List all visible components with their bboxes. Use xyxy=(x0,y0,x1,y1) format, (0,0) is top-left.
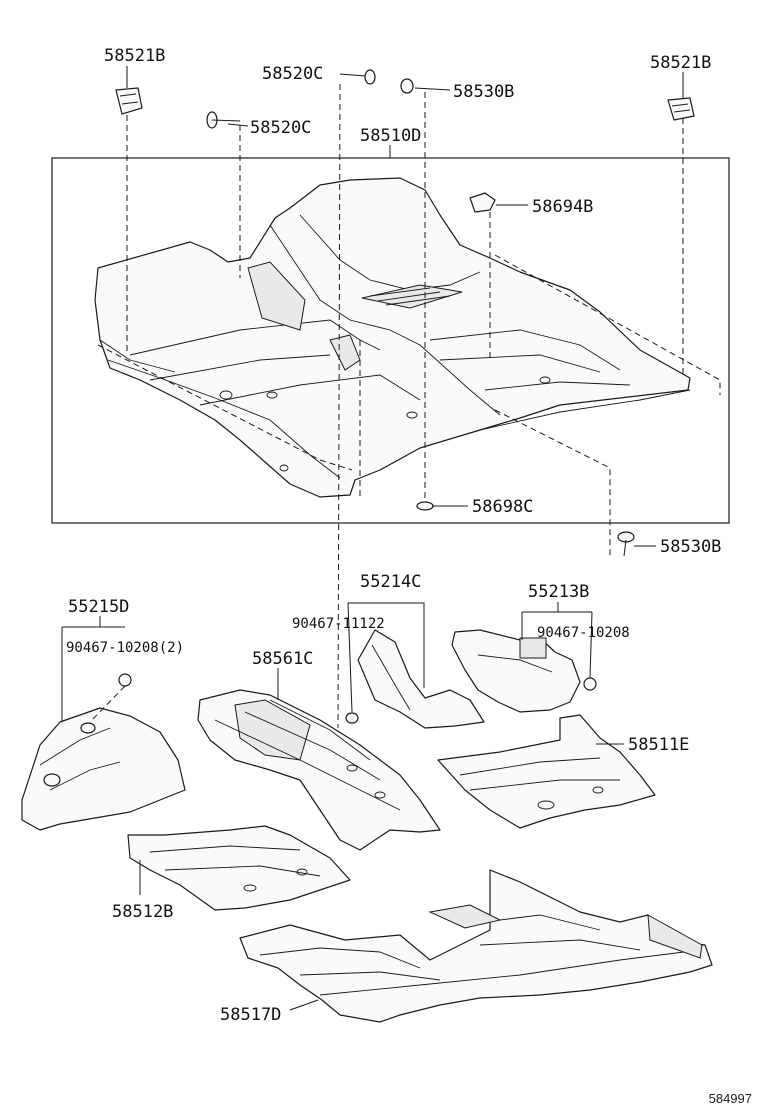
label-leaders xyxy=(61,66,684,1011)
label-58510d: 58510D xyxy=(360,126,421,146)
label-58530b-bottom: 58530B xyxy=(660,537,721,557)
label-58520c-mid: 58520C xyxy=(250,118,311,138)
dashed-guides xyxy=(97,83,721,729)
console-58561c xyxy=(197,689,441,851)
label-90467-11122: 90467-11122 xyxy=(292,616,385,632)
label-58511e: 58511E xyxy=(628,735,689,755)
label-58521b-left: 58521B xyxy=(104,46,165,66)
pin-58520c-top xyxy=(339,69,376,85)
panel-55214c xyxy=(345,602,485,729)
pin-58530b-bottom xyxy=(617,531,635,557)
label-55213b: 55213B xyxy=(528,582,589,602)
fastener-58521b-right xyxy=(667,97,695,121)
pin-58530b-top xyxy=(400,78,414,94)
label-55214c: 55214C xyxy=(360,572,421,592)
label-90467-10208-left: 90467-10208(2) xyxy=(66,640,184,656)
label-58698c: 58698C xyxy=(472,497,533,517)
side-cover-55213b xyxy=(451,611,597,713)
mat-58512b xyxy=(127,825,351,911)
label-90467-10208-right: 90467-10208 xyxy=(537,625,630,641)
side-cover-55215d xyxy=(21,673,186,831)
label-58561c: 58561C xyxy=(252,649,313,669)
mat-58517d xyxy=(239,869,713,1023)
floor-carpet-58510d xyxy=(94,177,691,511)
label-58521b-right: 58521B xyxy=(650,53,711,73)
label-58512b: 58512B xyxy=(112,902,173,922)
pin-58520c-mid xyxy=(206,111,241,129)
mat-58511e xyxy=(437,714,656,829)
reference-number: 584997 xyxy=(709,1091,752,1106)
label-58517d: 58517D xyxy=(220,1005,281,1025)
fastener-58521b-left xyxy=(115,87,143,115)
label-58530b-top: 58530B xyxy=(453,82,514,102)
label-58694b: 58694B xyxy=(532,197,593,217)
label-58520c-top: 58520C xyxy=(262,64,323,84)
label-55215d: 55215D xyxy=(68,597,129,617)
